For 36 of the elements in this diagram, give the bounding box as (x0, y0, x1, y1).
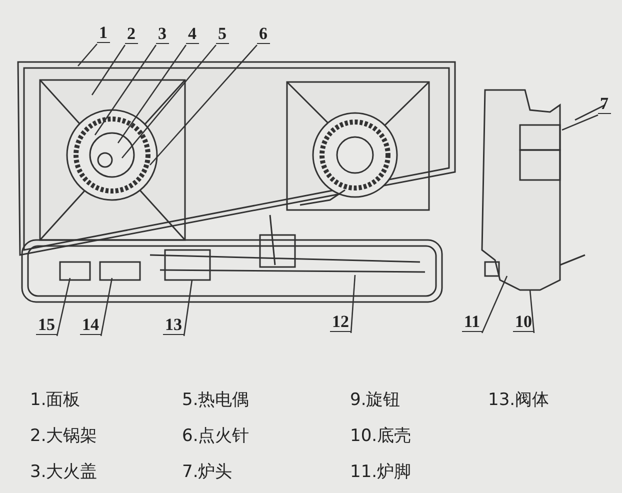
leader-line (481, 276, 508, 334)
callout-number: 7 (598, 95, 610, 114)
callout-number: 1 (97, 24, 110, 43)
leader-line (91, 44, 126, 96)
part-list-item: 1.面板 (30, 389, 80, 411)
callout-number: 6 (257, 25, 270, 44)
part-list-item: 11.炉脚 (350, 461, 412, 483)
part-list-item: 5.热电偶 (182, 389, 250, 411)
leader-line (183, 280, 193, 336)
callout-number: 3 (156, 25, 168, 44)
callout-number: 2 (125, 25, 138, 44)
leader-line (529, 290, 535, 334)
leader-line (562, 114, 598, 131)
callout-number: 11 (462, 313, 482, 332)
leader-line (100, 278, 113, 336)
callout-number: 4 (186, 25, 198, 44)
part-list-item: 10.底壳 (350, 425, 412, 447)
callout-number: 14 (80, 316, 101, 335)
leader-line (78, 44, 98, 66)
callout-number: 5 (216, 25, 228, 44)
part-list-item: 9.旋钮 (350, 389, 400, 411)
leader-line (150, 44, 258, 166)
callout-number: 10 (513, 313, 534, 332)
callout-number: 12 (330, 313, 351, 332)
leader-line (350, 274, 356, 334)
part-list-item: 2.大锅架 (30, 425, 98, 447)
part-list-item: 7.炉头 (182, 461, 232, 483)
part-list-item: 6.点火针 (182, 425, 250, 447)
leader-line (117, 44, 187, 144)
callout-number: 13 (163, 316, 184, 335)
leader-line (122, 44, 216, 158)
leader-line (56, 278, 71, 336)
callout-number: 15 (36, 316, 57, 335)
leader-line (94, 44, 157, 136)
part-list-item: 3.大火盖 (30, 461, 98, 483)
part-list-item: 13.阀体 (488, 389, 550, 411)
